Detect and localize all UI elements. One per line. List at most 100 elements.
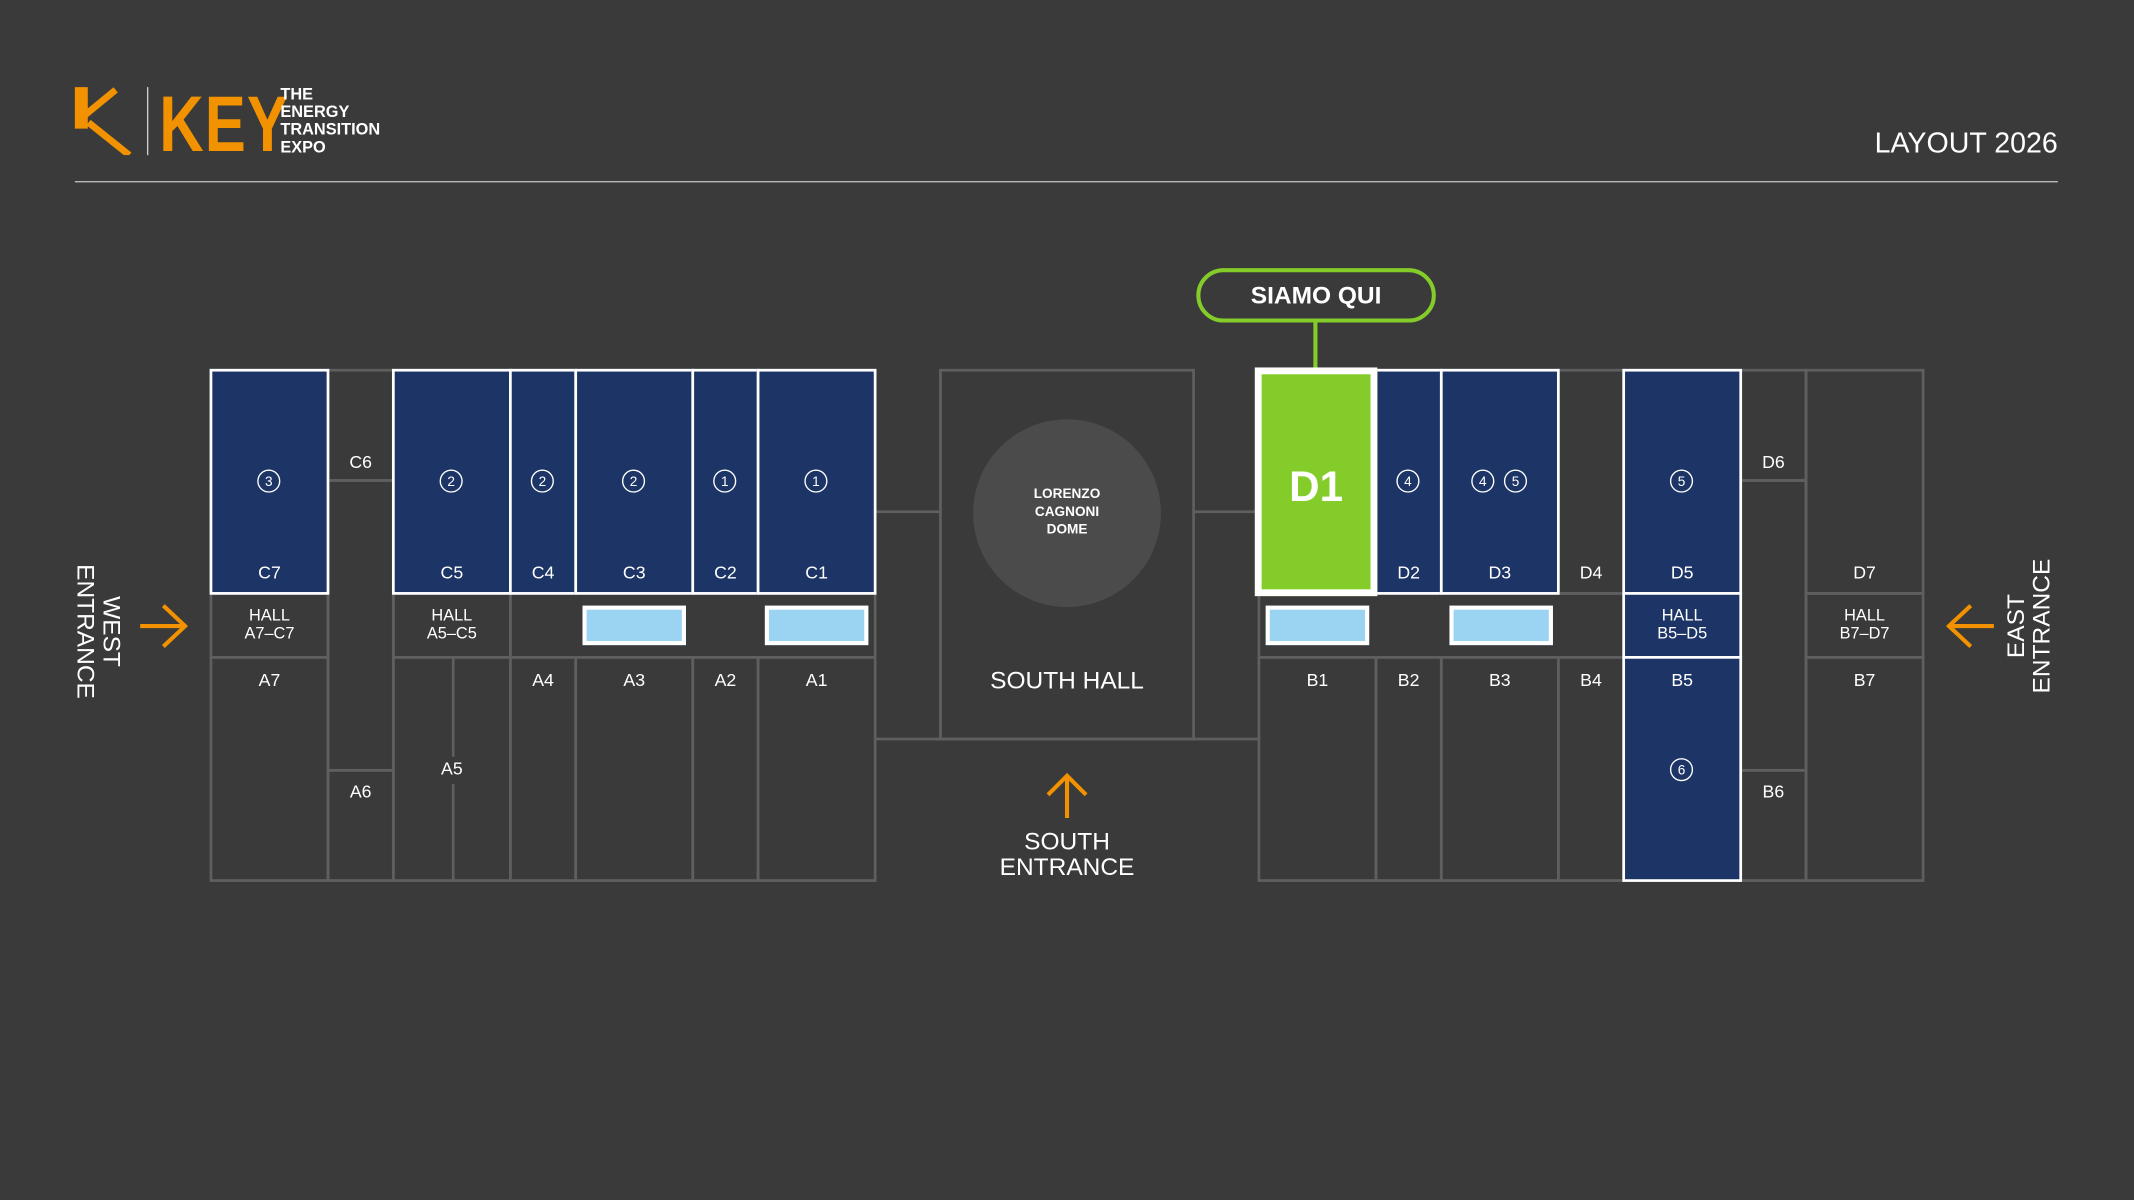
- hall-label: C5: [440, 562, 464, 583]
- zone-badge: 2: [439, 469, 463, 493]
- hall-a5[interactable]: A5: [391, 656, 512, 882]
- hall-c6[interactable]: C6: [326, 368, 395, 482]
- hall-label: D1: [1289, 462, 1344, 511]
- tagline-line: EXPO: [280, 137, 326, 157]
- page-title: LAYOUT 2026: [1874, 127, 2058, 160]
- service-area: [764, 605, 869, 646]
- hall-label: B5: [1671, 669, 1694, 691]
- connector: [875, 510, 942, 514]
- hall-label: D7: [1853, 562, 1876, 583]
- tagline-line: THE: [280, 84, 314, 104]
- hall-b3[interactable]: B3: [1439, 656, 1560, 882]
- logo-divider: [146, 87, 149, 156]
- header-divider: [74, 181, 2058, 183]
- hall-label: C6: [349, 451, 372, 473]
- hall-a1[interactable]: A1: [756, 656, 877, 882]
- hall-b2[interactable]: B2: [1374, 656, 1443, 882]
- hall-label: C4: [531, 562, 555, 583]
- hall-d1[interactable]: D1: [1254, 367, 1378, 597]
- zone-badge: 4: [1396, 469, 1420, 493]
- connector: [1192, 510, 1259, 514]
- hall-label: B6: [1762, 781, 1785, 802]
- south-hall[interactable]: LORENZO CAGNONI DOME SOUTH HALL: [939, 368, 1195, 741]
- hall-divider: [451, 658, 455, 757]
- hall-label: B2: [1397, 669, 1420, 691]
- key-k-icon: [74, 87, 132, 156]
- hall-label: D4: [1579, 562, 1603, 583]
- hall-label: A3: [623, 669, 646, 691]
- east-entrance-label: EAST ENTRANCE: [2002, 558, 2056, 694]
- south-entrance-label: SOUTH ENTRANCE: [999, 827, 1135, 881]
- hall-label: B3: [1488, 669, 1511, 691]
- hall-label: D3: [1488, 562, 1512, 583]
- hall-a3[interactable]: A3: [574, 656, 695, 882]
- zone-badge: 2: [621, 469, 646, 493]
- tagline-line: ENERGY: [280, 102, 350, 122]
- hall-b5-d5[interactable]: HALL B5–D5: [1622, 592, 1743, 659]
- hall-b4[interactable]: B4: [1556, 656, 1626, 882]
- hall-label: C3: [622, 562, 646, 583]
- service-area: [1449, 605, 1553, 646]
- zone-badge: 6: [1669, 758, 1694, 782]
- hall-d4[interactable]: D4: [1556, 368, 1626, 595]
- hall-label: B4: [1580, 669, 1602, 691]
- service-area: [582, 605, 686, 646]
- zone-badge: 5: [1669, 469, 1694, 493]
- hall-b6[interactable]: B6: [1739, 768, 1808, 882]
- hall-label: D5: [1670, 562, 1694, 583]
- hall-a5-c5[interactable]: HALL A5–C5: [391, 592, 512, 659]
- hall-label: C7: [258, 562, 281, 583]
- arrow-left-icon: [1946, 604, 1994, 648]
- hall-label: B7: [1853, 669, 1876, 691]
- hall-label: HALL B7–D7: [1839, 605, 1890, 643]
- hall-a2[interactable]: A2: [691, 656, 760, 882]
- hall-b5[interactable]: B5 6: [1622, 656, 1743, 882]
- hall-b7[interactable]: B7: [1804, 656, 1925, 882]
- zone-badge: 4: [1471, 469, 1495, 493]
- hall-divider: [451, 783, 455, 882]
- hall-label: B1: [1306, 669, 1329, 691]
- dome-label: LORENZO CAGNONI DOME: [1033, 487, 1101, 538]
- hall-b1[interactable]: B1: [1257, 656, 1378, 882]
- arrow-up-icon: [1046, 772, 1088, 818]
- hall-label: C1: [805, 562, 828, 583]
- zone-badge: 3: [257, 469, 281, 493]
- hall-label: A4: [532, 669, 554, 691]
- marker-connector: [1313, 321, 1318, 371]
- corridor-d6-b6: [1739, 479, 1808, 772]
- hall-label: HALL A5–C5: [426, 605, 477, 643]
- hall-label: C2: [714, 562, 737, 583]
- hall-b7-d7[interactable]: HALL B7–D7: [1804, 592, 1925, 659]
- hall-label: A7: [258, 669, 281, 691]
- hall-label: A1: [805, 669, 828, 691]
- you-are-here-marker: SIAMO QUI: [1196, 268, 1436, 323]
- logo-word: KEY: [159, 80, 290, 169]
- service-area: [1265, 605, 1370, 646]
- hall-a4[interactable]: A4: [509, 656, 578, 882]
- hall-d7[interactable]: D7: [1804, 368, 1925, 595]
- hall-a7-c7[interactable]: HALL A7–C7: [209, 592, 330, 659]
- zone-badge: 5: [1503, 469, 1528, 493]
- hall-a7[interactable]: A7: [209, 656, 330, 882]
- west-entrance-label: WEST ENTRANCE: [72, 564, 126, 699]
- cagnoni-dome[interactable]: LORENZO CAGNONI DOME: [973, 419, 1161, 608]
- hall-label: A6: [349, 781, 372, 802]
- hall-label: HALL A7–C7: [244, 605, 295, 643]
- corridor-c6-a6: [326, 479, 395, 772]
- hall-d6[interactable]: D6: [1739, 368, 1808, 482]
- hall-a6[interactable]: A6: [326, 768, 395, 882]
- hall-label: D6: [1762, 451, 1785, 473]
- logo-tagline: THE ENERGY TRANSITION EXPO: [280, 84, 381, 157]
- hall-label: D2: [1397, 562, 1420, 583]
- tagline-line: TRANSITION: [280, 119, 381, 139]
- arrow-right-icon: [140, 604, 188, 648]
